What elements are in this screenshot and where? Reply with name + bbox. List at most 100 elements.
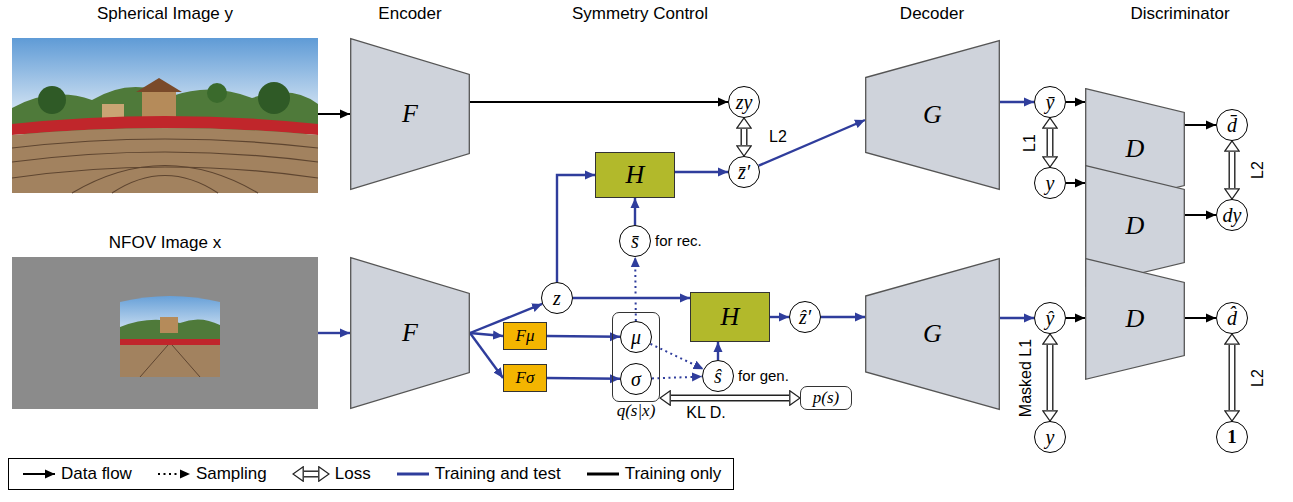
data-flow-arrow xyxy=(470,333,503,336)
legend-text: Sampling xyxy=(196,464,267,484)
node-label: G xyxy=(923,320,942,349)
node-label: μ xyxy=(631,326,641,348)
node-label: σ xyxy=(631,368,641,390)
loss-arrow-core xyxy=(1048,345,1052,410)
node-label: D xyxy=(1126,212,1145,241)
node-caption: q(s|x) xyxy=(617,402,656,421)
flow-line xyxy=(557,175,595,282)
node-label: d̂ xyxy=(1227,307,1237,329)
legend-sample xyxy=(21,465,57,483)
node-label: ŝ xyxy=(714,365,722,387)
variable-circle: y xyxy=(1034,167,1066,199)
node-label: G xyxy=(923,101,942,130)
data-flow-arrow xyxy=(1066,183,1085,184)
loss-arrow-outline xyxy=(1047,345,1054,410)
flow-line xyxy=(821,316,865,318)
flow-line xyxy=(717,342,719,360)
data-flow-arrow xyxy=(547,378,620,380)
flow-line xyxy=(634,198,636,225)
network-block: G xyxy=(865,258,1000,410)
loss-arrow-core xyxy=(671,396,789,400)
column-heading: NFOV Image x xyxy=(109,233,221,253)
node-label: ȳ xyxy=(1046,91,1055,113)
variable-circle: z xyxy=(541,282,573,314)
loss-arrow-outline xyxy=(1229,345,1236,410)
node-label: Fμ xyxy=(516,327,535,346)
node-label: y xyxy=(1046,426,1055,448)
legend-item: Sampling xyxy=(156,464,267,484)
legend-sample xyxy=(395,465,431,483)
loss-arrow-outline xyxy=(671,395,789,402)
loss-arrow xyxy=(1232,345,1233,410)
legend-text: Training and test xyxy=(435,464,561,484)
node-label: ẑ′ xyxy=(799,306,811,328)
trapezoid xyxy=(1086,259,1185,380)
flow-line xyxy=(1185,124,1216,126)
variable-circle: ẑ′ xyxy=(789,301,821,333)
sample-line xyxy=(304,471,318,478)
variable-circle: σ xyxy=(620,363,652,395)
spherical-image xyxy=(12,38,318,193)
column-heading: Symmetry Control xyxy=(572,4,708,24)
flow-line xyxy=(547,377,620,380)
legend-item: Training and test xyxy=(395,464,561,484)
loss-arrow xyxy=(1232,152,1233,188)
data-flow-arrow xyxy=(770,317,789,318)
sampling-arrow xyxy=(650,344,703,369)
data-flow-arrow xyxy=(557,175,595,282)
node-caption: for gen. xyxy=(738,368,789,385)
node-label: p(s) xyxy=(813,389,839,408)
flow-line xyxy=(770,316,789,318)
loss-arrow-core xyxy=(1230,345,1234,410)
node-label: 1 xyxy=(1227,427,1237,448)
sample-line xyxy=(23,473,55,475)
nfov-image xyxy=(12,257,318,409)
loss-arrow-outline xyxy=(1229,152,1236,188)
legend-item: Training only xyxy=(585,464,722,484)
data-flow-arrow xyxy=(547,336,620,338)
flow-line xyxy=(1000,317,1034,319)
flow-line xyxy=(573,297,690,299)
flow-line xyxy=(1066,182,1085,184)
sampling-line xyxy=(650,344,703,369)
node-label: z̄′ xyxy=(738,161,750,183)
node-label: D xyxy=(1126,305,1145,334)
loss-label: Masked L1 xyxy=(1017,337,1035,419)
flow-line xyxy=(1066,317,1085,319)
data-flow-arrow xyxy=(675,172,728,173)
network-block: F xyxy=(350,257,470,409)
sample-line-core xyxy=(304,472,318,476)
variable-circle: d̂ xyxy=(1216,302,1248,334)
column-heading: Encoder xyxy=(378,4,441,24)
column-heading: Spherical Image y xyxy=(97,4,233,24)
sample-line xyxy=(587,473,619,476)
input-arrow xyxy=(318,113,350,115)
data-flow-arrow xyxy=(470,102,728,103)
legend-sample xyxy=(156,465,192,483)
data-flow-arrow xyxy=(1066,102,1085,103)
legend-item: Data flow xyxy=(21,464,132,484)
network-block: F xyxy=(350,38,470,190)
loss-label: L2 xyxy=(1249,159,1267,181)
module-box: H xyxy=(690,292,770,342)
data-flow-arrow xyxy=(1000,102,1034,103)
loss-arrow xyxy=(744,129,745,145)
flow-line xyxy=(470,333,503,336)
loss-arrow-outline xyxy=(741,129,748,145)
data-flow-arrow xyxy=(1185,125,1216,126)
input-arrow xyxy=(318,332,350,334)
loss-arrow-outline xyxy=(1047,129,1054,156)
flow-line xyxy=(759,120,865,166)
loss-label: L2 xyxy=(767,128,789,146)
loss-arrow xyxy=(1050,129,1051,156)
flow-line xyxy=(675,171,728,173)
variable-circle: z̄′ xyxy=(728,156,760,188)
loss-arrow xyxy=(1050,345,1051,410)
variable-circle: μ xyxy=(620,321,652,353)
node-caption: for rec. xyxy=(655,233,702,250)
variable-circle: ȳ xyxy=(1034,86,1066,118)
module-box: H xyxy=(595,152,675,198)
network-block: G xyxy=(865,40,1000,190)
node-label: zy xyxy=(736,91,753,113)
